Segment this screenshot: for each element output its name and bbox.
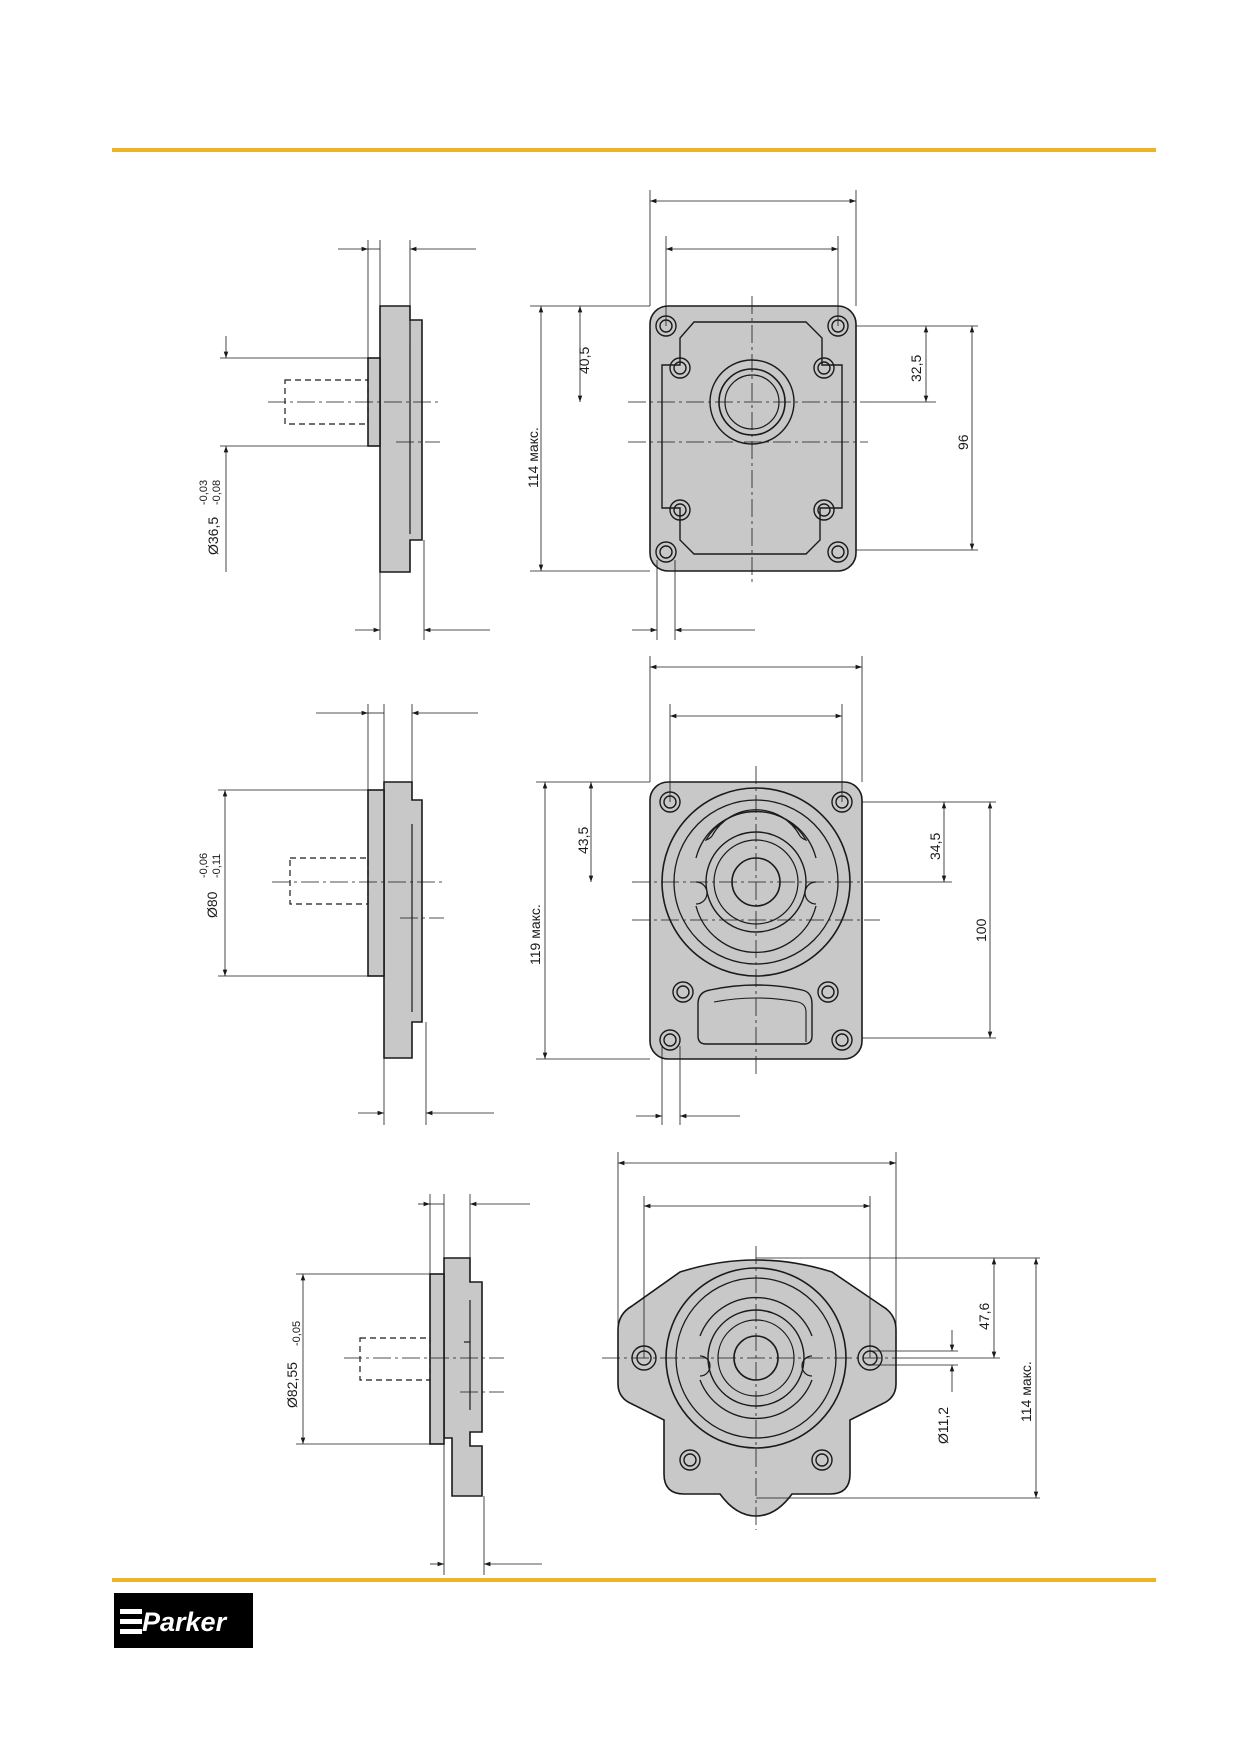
view3-front: [602, 1152, 1040, 1530]
view2-pilot-tol-lower: -0,11: [211, 854, 223, 878]
view3-hole-diameter: Ø11,2: [935, 1407, 951, 1444]
view1-height-label: 114 макс.: [525, 427, 541, 488]
view3-side-body: [443, 1257, 483, 1497]
view3-side-labels: Ø82,55 -0,05: [284, 1321, 303, 1408]
view3-height-label: 114 макс.: [1018, 1361, 1034, 1422]
view1-dim-right-small: 32,5: [908, 355, 924, 382]
view3-dim-right-small: 47,6: [976, 1303, 992, 1330]
view2-side: [218, 704, 494, 1125]
view1-side: [220, 240, 490, 640]
logo-text: Parker: [142, 1607, 228, 1637]
top-accent-rule: [112, 148, 1156, 152]
view2-height-label: 119 макс.: [527, 904, 543, 965]
view3-side: [296, 1194, 542, 1575]
view3-front-body: [617, 1259, 897, 1517]
parker-logo: Parker: [114, 1593, 253, 1648]
view1-shaft-diameter: Ø36,5: [205, 517, 221, 555]
view2-front-labels: 119 макс. 43,5 34,5 100: [527, 827, 989, 965]
view3-front-labels: 47,6 Ø11,2 114 макс.: [935, 1303, 1034, 1444]
view1-front-labels: 114 макс. 40,5 32,5 96: [525, 347, 971, 488]
view2-front: [536, 656, 996, 1125]
view2-dim-right-large: 100: [973, 918, 989, 942]
view2-lower-pocket: [697, 984, 813, 1045]
view2-pilot-diameter: Ø80: [204, 891, 220, 918]
view2-dim-upper: 43,5: [575, 827, 591, 854]
view1-shaft-tol-lower: -0,08: [211, 480, 223, 505]
view1-shaft-tol-upper: -0,03: [198, 480, 210, 505]
view1-front: [530, 190, 978, 640]
view1-front-plate: [649, 305, 857, 572]
view1-side-labels: Ø36,5 -0,03 -0,08: [198, 480, 223, 555]
view2-side-labels: Ø80 -0,06 -0,11: [198, 853, 223, 918]
view1-dim-right-large: 96: [955, 434, 971, 450]
bottom-accent-rule: [112, 1578, 1156, 1582]
view2-pilot-tol-upper: -0,06: [198, 853, 210, 878]
view3-pilot-tol: -0,05: [291, 1321, 303, 1346]
view1-dim-upper: 40,5: [576, 347, 592, 374]
view2-side-body: [383, 781, 423, 1059]
view1-side-body: [379, 305, 423, 573]
view3-pilot-diameter: Ø82,55: [284, 1362, 300, 1408]
view2-dim-right-small: 34,5: [927, 833, 943, 860]
view2-bolt-holes: [659, 791, 853, 1051]
